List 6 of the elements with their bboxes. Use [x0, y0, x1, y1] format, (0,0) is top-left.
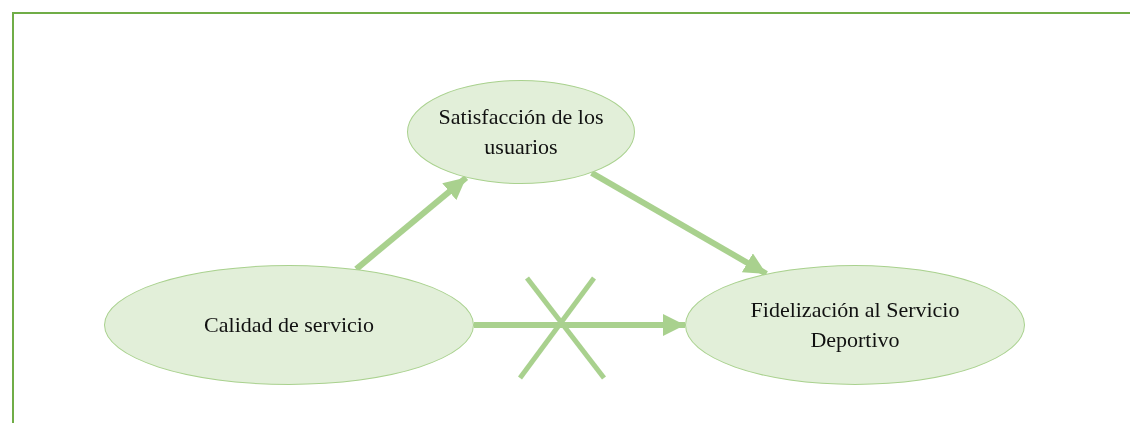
arrow: [590, 170, 768, 277]
node-label: Satisfacción de los usuarios: [437, 103, 605, 161]
node-label: Fidelización al Servicio Deportivo: [749, 296, 961, 354]
arrow: [354, 175, 469, 272]
node-label: Calidad de servicio: [204, 311, 374, 339]
arrow: [474, 314, 685, 336]
